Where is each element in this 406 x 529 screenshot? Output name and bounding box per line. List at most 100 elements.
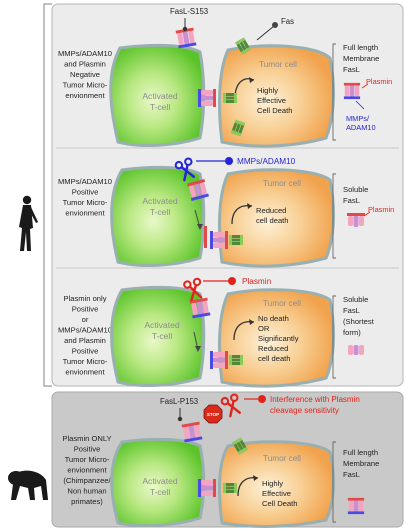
text-line: Full length xyxy=(343,448,378,457)
panel2-plasmin-label: Plasmin xyxy=(368,205,394,214)
curved-arrow-head xyxy=(249,77,254,83)
fas-receptor xyxy=(223,483,237,493)
panel-bracket xyxy=(43,3,52,387)
text-line: Non human xyxy=(67,487,106,496)
text-line: T-cell xyxy=(150,102,171,112)
soluble-fasl-legend xyxy=(347,213,365,227)
text-line: Activated xyxy=(142,476,178,486)
stop-label: STOP xyxy=(207,412,219,417)
panel4-tumor-label: Tumor cell xyxy=(263,454,301,463)
text-line: Significantly xyxy=(258,334,299,343)
t-cell-body xyxy=(110,437,206,528)
panel1-mmp-label: MMPs/ADAM10 xyxy=(346,114,376,132)
text-line: envionment xyxy=(65,209,105,218)
tumor-cell-body xyxy=(218,288,335,388)
shortest-fasl-legend xyxy=(348,345,364,355)
text-line: Tumor Micro- xyxy=(63,357,108,366)
text-line: Interference with Plasmin xyxy=(270,395,360,404)
text-line: cleavage sensitivity xyxy=(270,406,339,415)
text-line: MMPs/ADAM10 xyxy=(58,177,112,186)
t-cell-body xyxy=(110,165,206,267)
soluble-fasl xyxy=(210,351,228,369)
text-line: (Shortest xyxy=(343,317,375,326)
text-line: Reduced xyxy=(256,206,286,215)
panel3-cleaver-label: Plasmin xyxy=(242,277,272,286)
t-cell-body xyxy=(109,43,206,147)
fasl-trimer xyxy=(198,479,216,497)
text-line: FasL xyxy=(343,470,360,479)
text-line: envionment xyxy=(65,91,105,100)
text-line: T-cell xyxy=(152,331,173,341)
text-line: cell death xyxy=(258,354,291,363)
fas-receptor xyxy=(229,235,243,245)
text-line: MMPs/ xyxy=(346,114,370,123)
text-line: primates) xyxy=(71,497,103,506)
text-line: cell death xyxy=(256,216,289,225)
tumor-cell-body xyxy=(218,44,335,148)
text-line: Positive xyxy=(72,305,99,314)
text-line: Plasmin only xyxy=(63,294,106,303)
text-line: envionment xyxy=(67,466,107,475)
text-line: Activated xyxy=(144,320,180,330)
text-line: FasL xyxy=(343,65,360,74)
text-line: MMPs/ADAM10 xyxy=(58,326,112,335)
text-line: Activated xyxy=(142,196,178,206)
text-line: Positive xyxy=(72,347,99,356)
panel2-tumor-label: Tumor cell xyxy=(263,179,301,188)
panel1-tumor-label: Tumor cell xyxy=(259,60,297,69)
panel1-receptor-label: Fas xyxy=(281,17,294,26)
text-line: Positive xyxy=(74,445,101,454)
text-line: Tumor Micro- xyxy=(63,81,108,90)
text-line: Membrane xyxy=(343,54,379,63)
panel4-interference-label: Interference with Plasmin cleavage sensit… xyxy=(270,395,360,415)
text-line: Cell Death xyxy=(257,106,292,115)
text-line: Cell Death xyxy=(262,499,297,508)
panel3-tumor-label: Tumor cell xyxy=(263,299,301,308)
text-line: and Plasmin xyxy=(64,336,106,345)
text-line: Tumor Micro- xyxy=(65,455,110,464)
text-line: T-cell xyxy=(150,487,171,497)
text-line: Soluble xyxy=(343,295,368,304)
text-line: MMPs/ADAM10 xyxy=(58,49,112,58)
text-line: Negative xyxy=(70,70,100,79)
tumor-cell-body xyxy=(218,168,335,268)
text-line: Reduced xyxy=(258,344,288,353)
panel1-ligand-label: FasL-S153 xyxy=(170,7,208,16)
text-line: Membrane xyxy=(343,459,379,468)
text-line: Plasmin ONLY xyxy=(62,434,111,443)
text-line: form) xyxy=(343,328,361,337)
text-line: (Chimpanzee/ xyxy=(63,476,111,485)
text-line: Positive xyxy=(72,188,99,197)
panel1-plasmin-label: Plasmin xyxy=(366,77,392,86)
text-line: T-cell xyxy=(150,207,171,217)
text-line: envionment xyxy=(65,368,105,377)
panel4-ligand-label: FasL-P153 xyxy=(160,397,198,406)
fas-receptor xyxy=(223,93,237,103)
text-line: FasL xyxy=(343,196,360,205)
text-line: Highly xyxy=(262,479,283,488)
panel2-cleaver-label: MMPs/ADAM10 xyxy=(237,157,296,166)
fas-receptor xyxy=(229,355,243,365)
text-line: ADAM10 xyxy=(346,123,376,132)
t-cell-body xyxy=(110,285,206,387)
text-line: or xyxy=(82,315,89,324)
human-silhouette-icon xyxy=(19,195,38,251)
